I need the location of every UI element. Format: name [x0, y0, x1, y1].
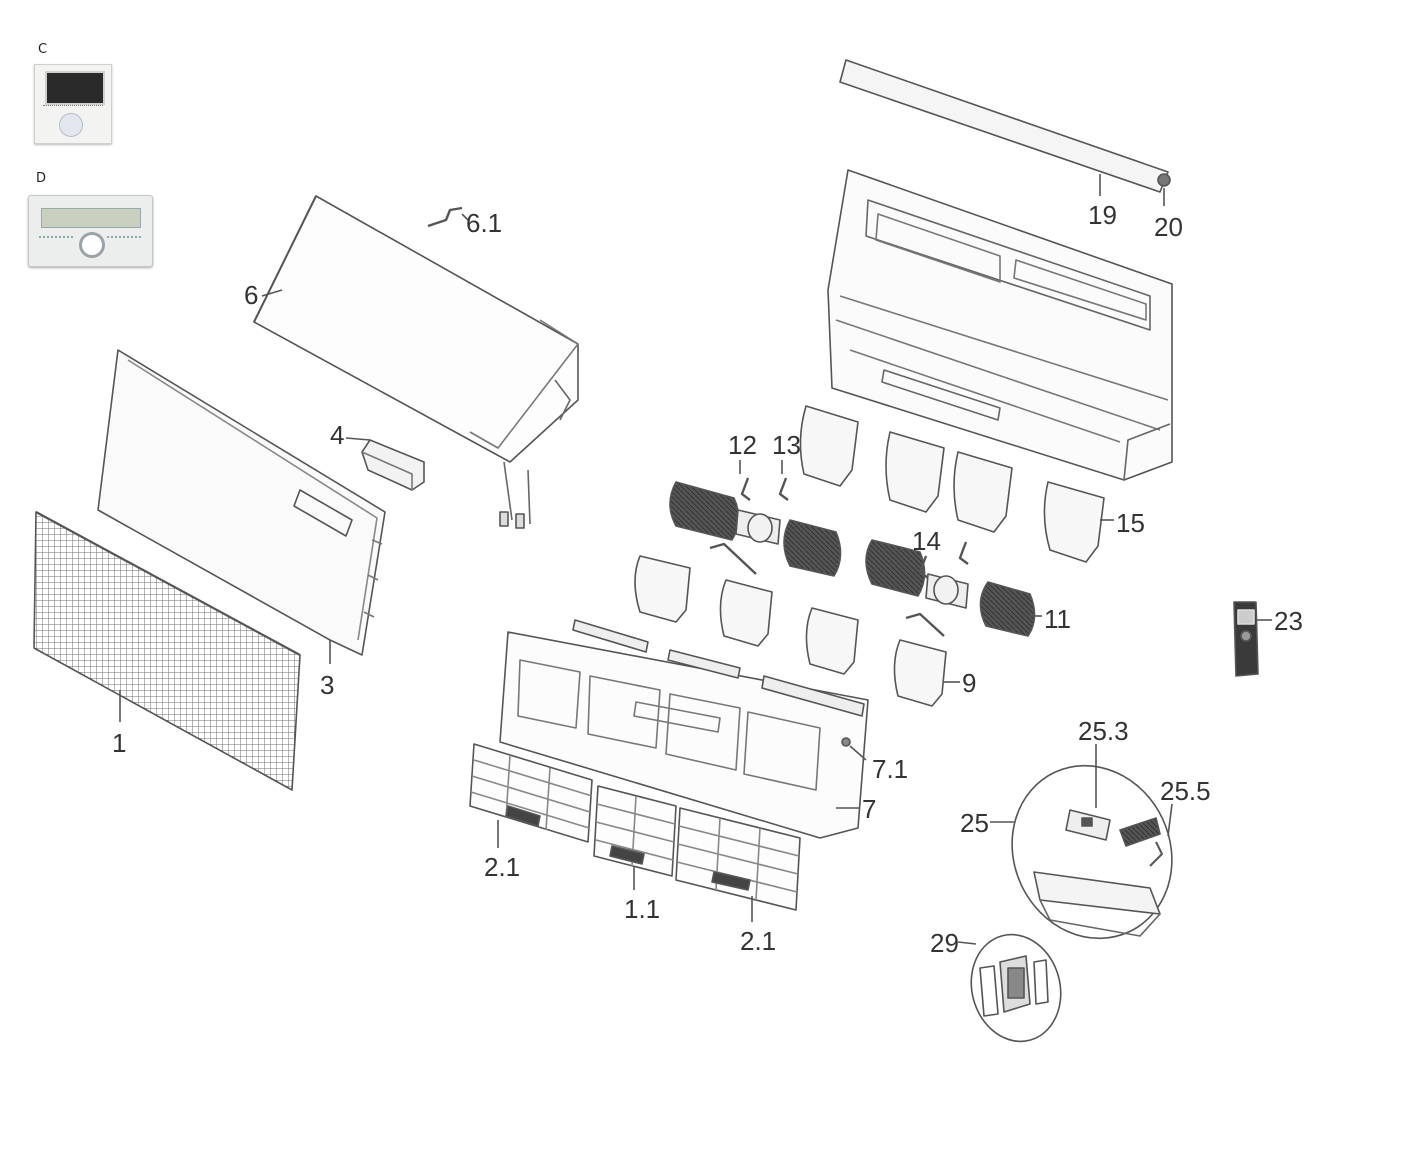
filter-1-1-center[interactable] [593, 785, 677, 890]
label-part-1: 1 [112, 728, 126, 758]
controller-lcd [41, 208, 141, 228]
controller-screen [45, 71, 105, 105]
front-panel-part[interactable] [97, 349, 386, 664]
filter-2-1-right[interactable] [675, 807, 801, 922]
controller-buttons-row [43, 105, 103, 110]
thumbnail-c-letter: C [38, 42, 48, 57]
label-part-7: 7 [862, 794, 876, 824]
clip-parts[interactable] [709, 477, 969, 637]
clip-6-1-part[interactable] [427, 206, 469, 228]
label-part-1-1: 1.1 [624, 894, 660, 924]
filter-2-1-left[interactable] [469, 743, 593, 848]
leader-line [345, 437, 371, 441]
part-4-box[interactable] [345, 437, 425, 491]
label-part-2-1-right: 2.1 [740, 926, 776, 956]
fan-housing-covers-front[interactable] [634, 555, 960, 707]
crossflow-fan-left[interactable] [669, 481, 842, 577]
leader-line [1167, 803, 1173, 837]
fan-housing-covers-back[interactable] [799, 405, 1114, 563]
label-part-6: 6 [244, 280, 258, 310]
controller-keys-right [107, 236, 141, 248]
label-part-25-3: 25.3 [1078, 716, 1129, 746]
label-part-15: 15 [1116, 508, 1145, 538]
label-part-29: 29 [930, 928, 959, 958]
crossflow-fan-right[interactable] [865, 539, 1042, 637]
label-part-23: 23 [1274, 606, 1303, 636]
leader-line [849, 745, 867, 761]
label-part-13: 13 [772, 430, 801, 460]
label-part-6-1: 6.1 [466, 208, 502, 238]
remote-control-part[interactable] [1233, 601, 1272, 677]
label-part-25-5: 25.5 [1160, 776, 1211, 806]
label-part-12: 12 [728, 430, 757, 460]
screw-7-1-part[interactable] [841, 737, 867, 761]
top-strip-part[interactable] [839, 59, 1171, 206]
controller-keys-left [39, 236, 73, 248]
label-part-2-1-left: 2.1 [484, 852, 520, 882]
label-part-14: 14 [912, 526, 941, 556]
label-part-19: 19 [1088, 200, 1117, 230]
label-part-9: 9 [962, 668, 976, 698]
leader-line [261, 289, 283, 297]
transformer-detail[interactable] [957, 924, 1072, 1051]
thumbnail-d-letter: D [36, 171, 47, 186]
top-cover-part[interactable] [253, 195, 579, 529]
rear-chassis-part[interactable] [827, 169, 1173, 481]
label-part-25: 25 [960, 808, 989, 838]
leader-line [957, 941, 977, 945]
display-window [293, 489, 353, 537]
louver-rails[interactable] [572, 619, 865, 717]
wired-controller-c-thumbnail[interactable] [34, 64, 112, 144]
label-part-3: 3 [320, 670, 334, 700]
controller-dial [59, 113, 83, 137]
label-part-7-1: 7.1 [872, 754, 908, 784]
front-grille-part[interactable] [33, 511, 301, 791]
controller-dial [79, 232, 105, 258]
label-part-11: 11 [1044, 604, 1071, 634]
wired-controller-d-thumbnail[interactable] [28, 195, 153, 267]
label-part-4: 4 [330, 420, 344, 450]
control-box-detail[interactable] [984, 739, 1200, 964]
label-part-20: 20 [1154, 212, 1183, 242]
